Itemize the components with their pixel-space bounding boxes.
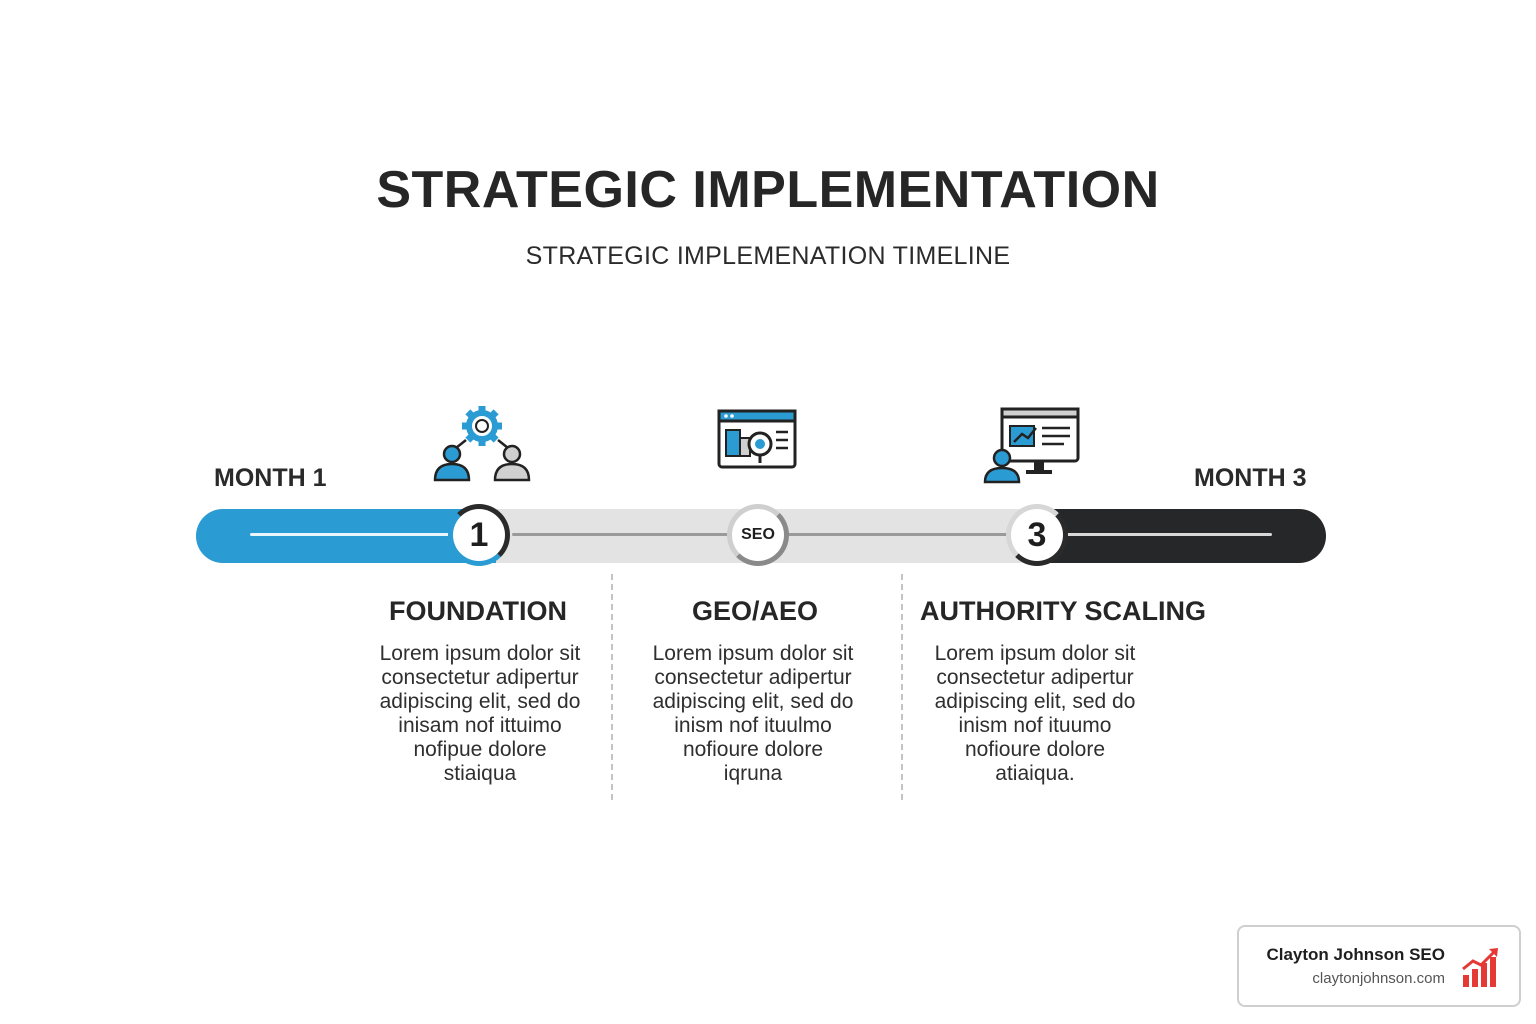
timeline-node-3: 3 [1006, 504, 1068, 566]
timeline-track-start [250, 533, 470, 536]
phase-divider [611, 574, 613, 800]
timeline-node-2: SEO [727, 504, 789, 566]
brand-name: Clayton Johnson SEO [1266, 945, 1445, 964]
phase-title-authority-scaling: AUTHORITY SCALING [920, 596, 1207, 626]
timeline-node-1: 1 [448, 504, 510, 566]
brand-badge: Clayton Johnson SEO claytonjohnson.com [1237, 925, 1521, 1007]
timeline-segment-end [1036, 509, 1326, 563]
phase-description-foundation: Lorem ipsum dolor sit consectetur adiper… [379, 642, 581, 785]
timeline-track-end [1062, 533, 1272, 536]
page-subtitle: STRATEGIC IMPLEMENATION TIMELINE [525, 242, 1011, 270]
team-gear-icon [430, 404, 534, 489]
page-title: STRATEGIC IMPLEMENTATION [376, 161, 1160, 219]
phase-title-geo-aeo: GEO/AEO [691, 596, 819, 626]
brand-url: claytonjohnson.com [1312, 970, 1445, 987]
month-start-label: MONTH 1 [214, 464, 327, 492]
phase-divider [901, 574, 903, 800]
growth-chart-icon [1461, 947, 1501, 994]
phase-title-foundation: FOUNDATION [389, 596, 567, 626]
phase-description-geo-aeo: Lorem ipsum dolor sit consectetur adiper… [652, 642, 854, 785]
timeline-segment-start [196, 509, 496, 563]
month-end-label: MONTH 3 [1194, 464, 1307, 492]
web-search-icon [716, 408, 798, 477]
phase-description-authority-scaling: Lorem ipsum dolor sit consectetur adiper… [934, 642, 1136, 785]
presentation-icon [982, 406, 1082, 489]
